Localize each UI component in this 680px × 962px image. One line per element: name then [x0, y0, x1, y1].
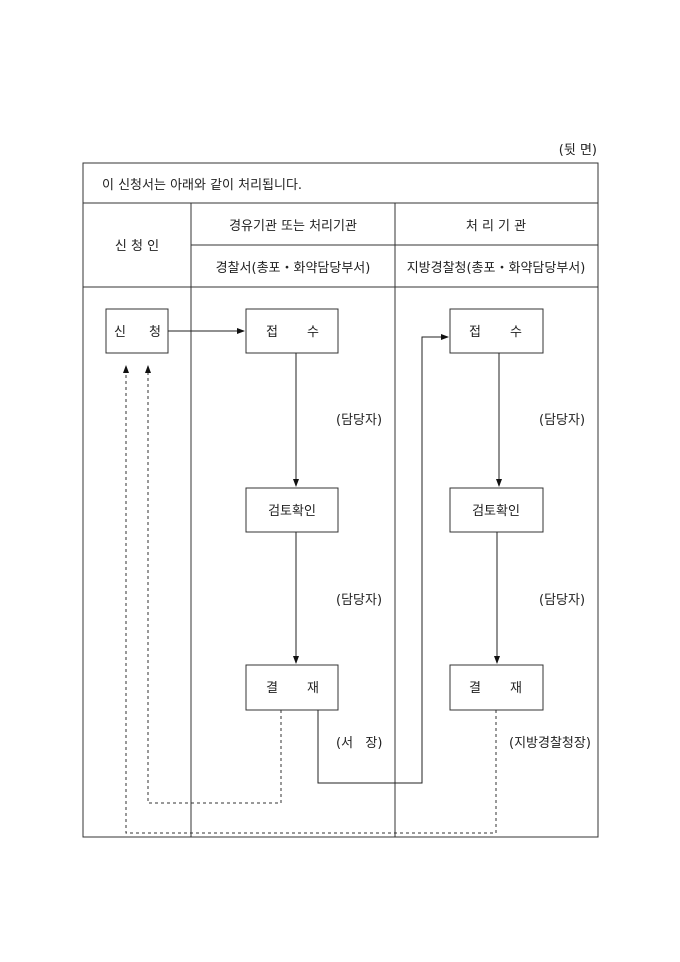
box-review-regional — [449, 487, 544, 533]
receive-police-2: 수 — [307, 325, 319, 340]
apply-label-1: 신 — [114, 325, 126, 340]
box-apply — [105, 308, 169, 354]
box-receive-regional — [449, 308, 544, 354]
header-via-agency: 경유기관 또는 처리기관 — [229, 219, 357, 234]
arrow-police-to-regional — [317, 334, 449, 784]
apply-label-2: 청 — [149, 325, 161, 340]
header-via-agency-dept: 경찰서(총포・화약담당부서) — [216, 261, 371, 276]
dashed-return-regional — [123, 365, 497, 834]
review-regional: 검토확인 — [472, 504, 520, 519]
box-approve-police — [245, 664, 339, 711]
approve-regional-1: 결 — [469, 681, 481, 696]
box-receive-police — [245, 308, 339, 354]
chief-label: (서 장) — [336, 736, 382, 751]
officer-label-1: (담당자) — [336, 413, 382, 428]
approve-police-2: 재 — [307, 681, 319, 696]
approve-regional-2: 재 — [510, 681, 522, 696]
receive-regional-1: 접 — [469, 325, 481, 340]
box-approve-regional — [449, 664, 544, 711]
receive-regional-2: 수 — [510, 325, 522, 340]
header-processing-agency: 처 리 기 관 — [466, 219, 526, 234]
box-review-police — [245, 487, 339, 533]
officer-label-3: (담당자) — [336, 593, 382, 608]
header-processing-agency-dept: 지방경찰청(총포・화약담당부서) — [407, 261, 586, 276]
approve-police-1: 결 — [266, 681, 278, 696]
intro-text: 이 신청서는 아래와 같이 처리됩니다. — [102, 178, 302, 193]
receive-police-1: 접 — [266, 325, 278, 340]
page-side-label: (뒷 면) — [559, 143, 597, 158]
table-frame — [82, 162, 599, 838]
header-applicant: 신 청 인 — [115, 239, 159, 254]
dashed-return-police — [145, 365, 282, 804]
officer-label-4: (담당자) — [539, 593, 585, 608]
regional-chief-label: (지방경찰청장) — [509, 736, 591, 751]
review-police: 검토확인 — [268, 504, 316, 519]
officer-label-2: (담당자) — [539, 413, 585, 428]
